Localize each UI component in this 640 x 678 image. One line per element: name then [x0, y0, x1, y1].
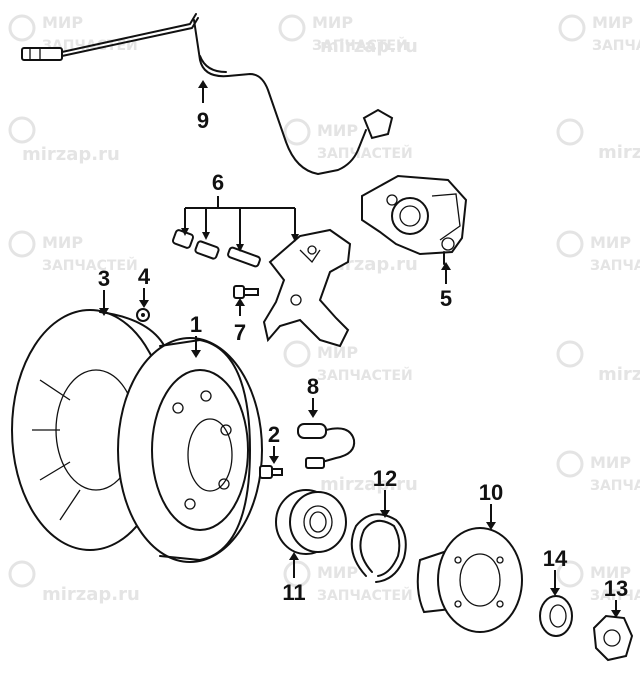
part-9-sensor-wire	[21, 13, 394, 175]
callout-8: 8	[307, 374, 319, 399]
watermark-tile: МИР ЗАПЧАСТЕЙ	[8, 230, 138, 274]
callout-2: 2	[268, 422, 280, 447]
svg-text:ЗАПЧАСТЕЙ: ЗАПЧАСТЕЙ	[590, 477, 640, 494]
svg-text:МИР: МИР	[317, 121, 358, 140]
watermark-url: mirzap.ru	[320, 474, 418, 495]
watermark-tile: МИР ЗАПЧАСТЕЙ	[283, 118, 413, 162]
watermark-tile: МИР ЗАПЧАСТЕЙ	[556, 230, 640, 274]
svg-text:МИР: МИР	[590, 563, 631, 582]
svg-text:ЗАПЧАСТЕЙ: ЗАПЧАСТЕЙ	[592, 37, 640, 54]
part-6-bracket	[262, 228, 352, 348]
svg-text:МИР: МИР	[317, 563, 358, 582]
part-10-wheel-hub	[416, 527, 523, 633]
watermark-layer: МИР ЗАПЧАСТЕЙ МИР ЗАПЧАСТЕЙ МИР ЗАПЧАСТЕ…	[8, 13, 640, 605]
leader-lines	[99, 80, 621, 618]
part-5-caliper	[361, 174, 468, 265]
watermark-tile: МИР ЗАПЧАСТЕЙ	[556, 560, 640, 604]
svg-text:МИР: МИР	[312, 13, 353, 32]
part-7-bolt	[233, 285, 259, 299]
callout-10: 10	[479, 480, 503, 505]
part-13-axle-nut	[592, 614, 634, 662]
watermark-url: mirzap.ru	[320, 36, 418, 57]
part-6-guide-pins	[171, 229, 261, 268]
callout-1: 1	[190, 312, 202, 337]
svg-text:МИР: МИР	[42, 13, 83, 32]
part-1-brake-disc	[117, 337, 263, 563]
watermark-tile: МИР ЗАПЧАСТЕЙ	[283, 340, 413, 384]
part-11-wheel-bearing	[275, 489, 347, 555]
svg-text:МИР: МИР	[590, 233, 631, 252]
callout-4: 4	[138, 264, 151, 289]
watermark-tile: mirzap.ru	[8, 560, 140, 605]
svg-text:mirzap.ru: mirzap.ru	[42, 584, 140, 605]
callout-13: 13	[604, 576, 628, 601]
svg-text:ЗАПЧАСТЕЙ: ЗАПЧАСТЕЙ	[590, 257, 640, 274]
watermark-tile: МИР ЗАПЧАСТЕЙ	[283, 560, 413, 604]
watermark-tile: mirzap.ru	[556, 340, 640, 385]
part-12-snap-ring	[350, 513, 407, 583]
callout-11: 11	[282, 580, 305, 605]
svg-text:ЗАПЧАСТЕЙ: ЗАПЧАСТЕЙ	[590, 587, 640, 604]
callout-5: 5	[440, 286, 452, 311]
svg-text:mirzap.ru: mirzap.ru	[22, 144, 120, 165]
part-8-wear-sensor	[297, 423, 356, 469]
part-2-bolt	[259, 465, 283, 479]
callout-9: 9	[197, 108, 209, 133]
callout-12: 12	[373, 466, 397, 491]
svg-text:МИР: МИР	[592, 13, 633, 32]
callout-7: 7	[234, 320, 246, 345]
svg-text:ЗАПЧАСТЕЙ: ЗАПЧАСТЕЙ	[312, 37, 408, 54]
watermark-tile: МИР ЗАПЧАСТЕЙ	[556, 450, 640, 494]
watermark-tile: МИР ЗАПЧАСТЕЙ	[558, 13, 640, 54]
watermark-tile: МИР ЗАПЧАСТЕЙ	[278, 13, 408, 54]
svg-text:mirzap.ru: mirzap.ru	[598, 364, 640, 385]
part-14-seal	[539, 595, 573, 637]
callout-labels: 9 6 5 3 4 7 1 8 2 12 10 11 14 13	[98, 108, 628, 605]
svg-text:МИР: МИР	[317, 343, 358, 362]
svg-text:ЗАПЧАСТЕЙ: ЗАПЧАСТЕЙ	[317, 145, 413, 162]
svg-text:ЗАПЧАСТЕЙ: ЗАПЧАСТЕЙ	[317, 587, 413, 604]
svg-text:ЗАПЧАСТЕЙ: ЗАПЧАСТЕЙ	[42, 257, 138, 274]
svg-text:МИР: МИР	[590, 453, 631, 472]
part-4-bolt	[136, 308, 150, 322]
svg-text:МИР: МИР	[42, 233, 83, 252]
callout-6: 6	[212, 170, 224, 195]
callout-3: 3	[98, 266, 110, 291]
watermark-tile: mirzap.ru	[556, 118, 640, 163]
svg-text:ЗАПЧАСТЕЙ: ЗАПЧАСТЕЙ	[317, 367, 413, 384]
watermark-tile: mirzap.ru	[8, 116, 120, 165]
callout-14: 14	[543, 546, 568, 571]
svg-text:mirzap.ru: mirzap.ru	[598, 142, 640, 163]
